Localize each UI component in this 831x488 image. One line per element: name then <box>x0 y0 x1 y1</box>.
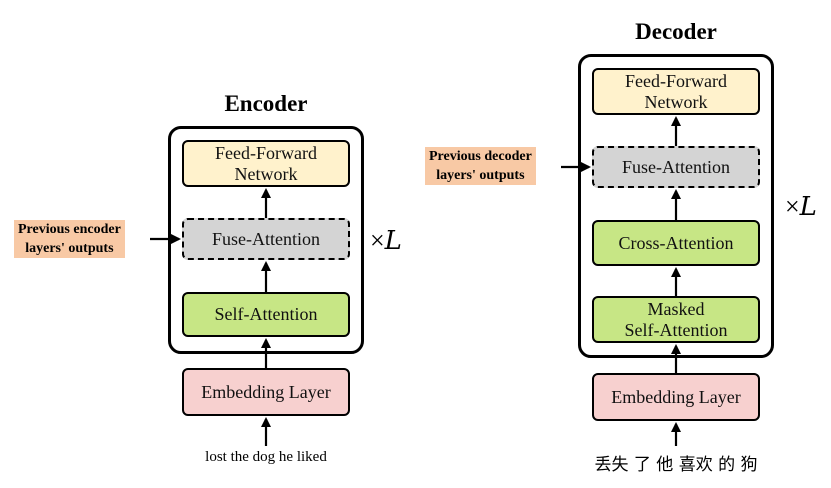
decoder-repeat-variable: L <box>799 192 817 222</box>
encoder-feed-forward-network: Feed-Forward Network <box>182 140 350 187</box>
encoder-input-text: lost the dog he liked <box>205 449 327 465</box>
decoder-masked-self-attention: Masked Self-Attention <box>592 296 760 343</box>
decoder-feed-forward-network: Feed-Forward Network <box>592 68 760 115</box>
decoder-title: Decoder <box>635 19 717 44</box>
encoder-title: Encoder <box>224 91 308 116</box>
encoder-embedding-layer: Embedding Layer <box>182 368 350 416</box>
encoder-self-attention: Self-Attention <box>182 292 350 337</box>
encoder-fuse-attention: Fuse-Attention <box>182 218 350 260</box>
decoder-fuse-attention: Fuse-Attention <box>592 146 760 188</box>
decoder-cross-attention: Cross-Attention <box>592 220 760 266</box>
encoder-repeat-label: ×L <box>370 226 402 256</box>
decoder-times-symbol: × <box>785 192 800 221</box>
encoder-repeat-variable: L <box>384 226 402 256</box>
decoder-input-text: 丢失 了 他 喜欢 的 狗 <box>594 455 758 475</box>
decoder-repeat-label: ×L <box>785 192 817 222</box>
encoder-previous-layers-input: Previous encoder layers' outputs <box>14 220 125 258</box>
decoder-previous-layers-input: Previous decoder layers' outputs <box>425 147 536 185</box>
decoder-embedding-layer: Embedding Layer <box>592 373 760 421</box>
encoder-times-symbol: × <box>370 226 385 255</box>
